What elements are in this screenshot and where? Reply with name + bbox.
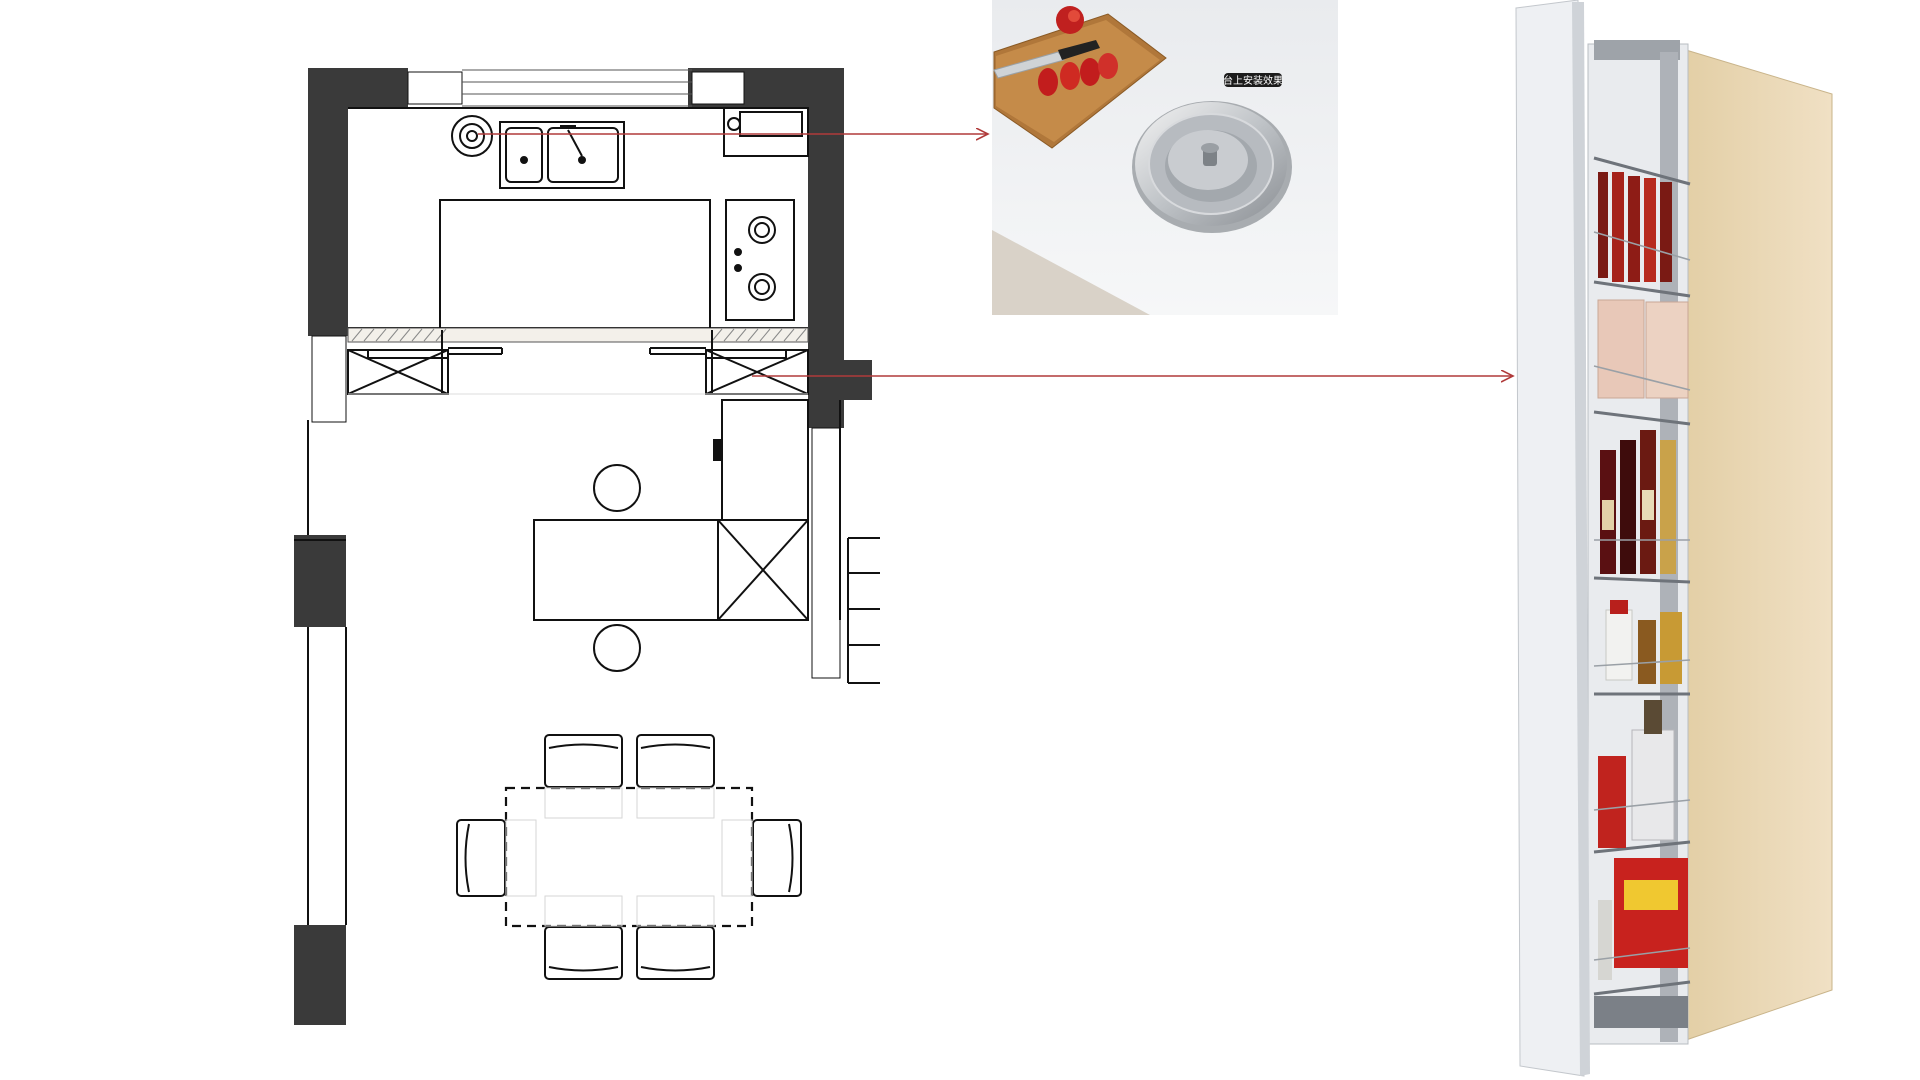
- plan-walls: [294, 68, 872, 1025]
- countertop-trash-lid-icon: [1132, 101, 1292, 233]
- stair-steps: [847, 537, 880, 684]
- window-piers: [311, 71, 841, 679]
- countertop-trash-lid-photo: 台上安装效果: [992, 0, 1338, 315]
- dining-table: [504, 786, 754, 928]
- kitchen-floor-plan: [294, 68, 880, 1025]
- trash-bin-plan-symbol: [451, 115, 493, 157]
- cutting-board: [993, 6, 1167, 149]
- top-window: [462, 69, 692, 107]
- bar-counter: [533, 400, 841, 621]
- sliding-door-left: [347, 330, 503, 395]
- pantry-items: [1597, 172, 1689, 980]
- photo-caption: 台上安装效果: [1223, 74, 1283, 87]
- wire-rails: [1593, 231, 1691, 961]
- pull-out-pantry-rack-icon: [1515, 0, 1833, 1077]
- counter-hatch: [351, 328, 807, 342]
- tall-cabinet-plan: [713, 399, 809, 521]
- slide-mechanism: [1594, 996, 1688, 1028]
- corner-appliance-box: [723, 107, 809, 157]
- dining-chairs: [456, 734, 802, 980]
- pantry-shelves: [1593, 156, 1691, 996]
- sink-plan-symbol: [499, 121, 625, 189]
- chair-seat-ghosts: [505, 787, 753, 927]
- left-wall-lower: [294, 420, 347, 925]
- cooktop-plan-symbol: [725, 199, 795, 321]
- photo-caption-tag: [1224, 73, 1282, 87]
- kitchen-counter: [347, 107, 809, 343]
- pantry-front-panel: [1515, 0, 1585, 1077]
- bar-stools: [593, 464, 641, 672]
- peninsula-block: [439, 199, 711, 328]
- callout-arrows: [478, 134, 1513, 376]
- sliding-door-right: [649, 330, 809, 395]
